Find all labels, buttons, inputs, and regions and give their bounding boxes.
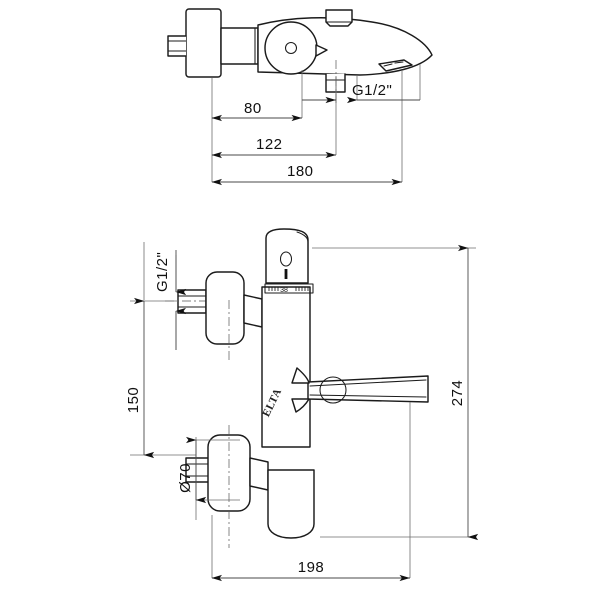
top-view-extension-lines bbox=[211, 60, 421, 182]
shower-outlet-stub-top-view bbox=[325, 73, 346, 93]
dim-180: 180 bbox=[211, 163, 402, 186]
thermostat-indicator-ring bbox=[279, 251, 293, 267]
handle-root-upper bbox=[291, 367, 310, 384]
dim-d70: Ø70 bbox=[177, 436, 207, 504]
dim-g12-bottom: G1/2" bbox=[154, 250, 187, 350]
wall-flange-top-view bbox=[185, 8, 222, 78]
body-collar-top-view bbox=[220, 27, 259, 65]
thermostat-head-shading bbox=[296, 231, 309, 284]
dim-274-label: 274 bbox=[449, 380, 466, 407]
thermostat-knob-top-view bbox=[264, 21, 318, 75]
dim-122: 122 bbox=[211, 136, 336, 159]
mixer-body-front-view bbox=[261, 286, 311, 448]
bottom-outlet-spout bbox=[267, 469, 315, 539]
dim-198-label: 198 bbox=[298, 559, 325, 576]
lever-handle-edges bbox=[309, 379, 427, 398]
dim-g12-bottom-label: G1/2" bbox=[154, 252, 171, 292]
dim-180-label: 180 bbox=[287, 163, 314, 180]
upper-escutcheon bbox=[205, 271, 245, 345]
dim-150-label: 150 bbox=[125, 387, 142, 414]
upper-inlet-stub bbox=[177, 289, 207, 314]
lower-body-connector bbox=[249, 457, 269, 491]
bottom-view-geometry: 38 ELTA bbox=[165, 228, 429, 539]
upper-body-connector bbox=[243, 294, 263, 328]
handle-root-lower bbox=[291, 398, 310, 413]
thermostat-indicator-mark bbox=[284, 269, 288, 279]
knob-center-detail bbox=[284, 41, 298, 55]
dim-d70-label: Ø70 bbox=[177, 463, 194, 493]
temperature-scale-band: 38 bbox=[264, 283, 314, 294]
dim-122-label: 122 bbox=[256, 136, 283, 153]
diverter-button-top-view bbox=[325, 9, 353, 27]
dim-80-label: 80 bbox=[244, 100, 262, 117]
dim-274: 274 bbox=[449, 244, 479, 541]
aerator-slots bbox=[383, 61, 404, 67]
knob-pointer-lug bbox=[315, 44, 328, 57]
dim-198: 198 bbox=[211, 559, 410, 582]
lever-handle-pivot bbox=[319, 376, 347, 404]
thermostat-scale-value: 38 bbox=[280, 287, 288, 294]
lever-handle bbox=[307, 375, 429, 403]
dim-150: 150 bbox=[125, 297, 155, 459]
dim-80: 80 bbox=[211, 100, 302, 122]
top-view-geometry bbox=[167, 8, 433, 93]
inlet-stub-top-view bbox=[167, 35, 187, 57]
aerator-detail-top-view bbox=[378, 59, 413, 72]
dim-g12-top: G1/2" bbox=[302, 82, 420, 104]
dim-g12-top-label: G1/2" bbox=[352, 82, 392, 99]
